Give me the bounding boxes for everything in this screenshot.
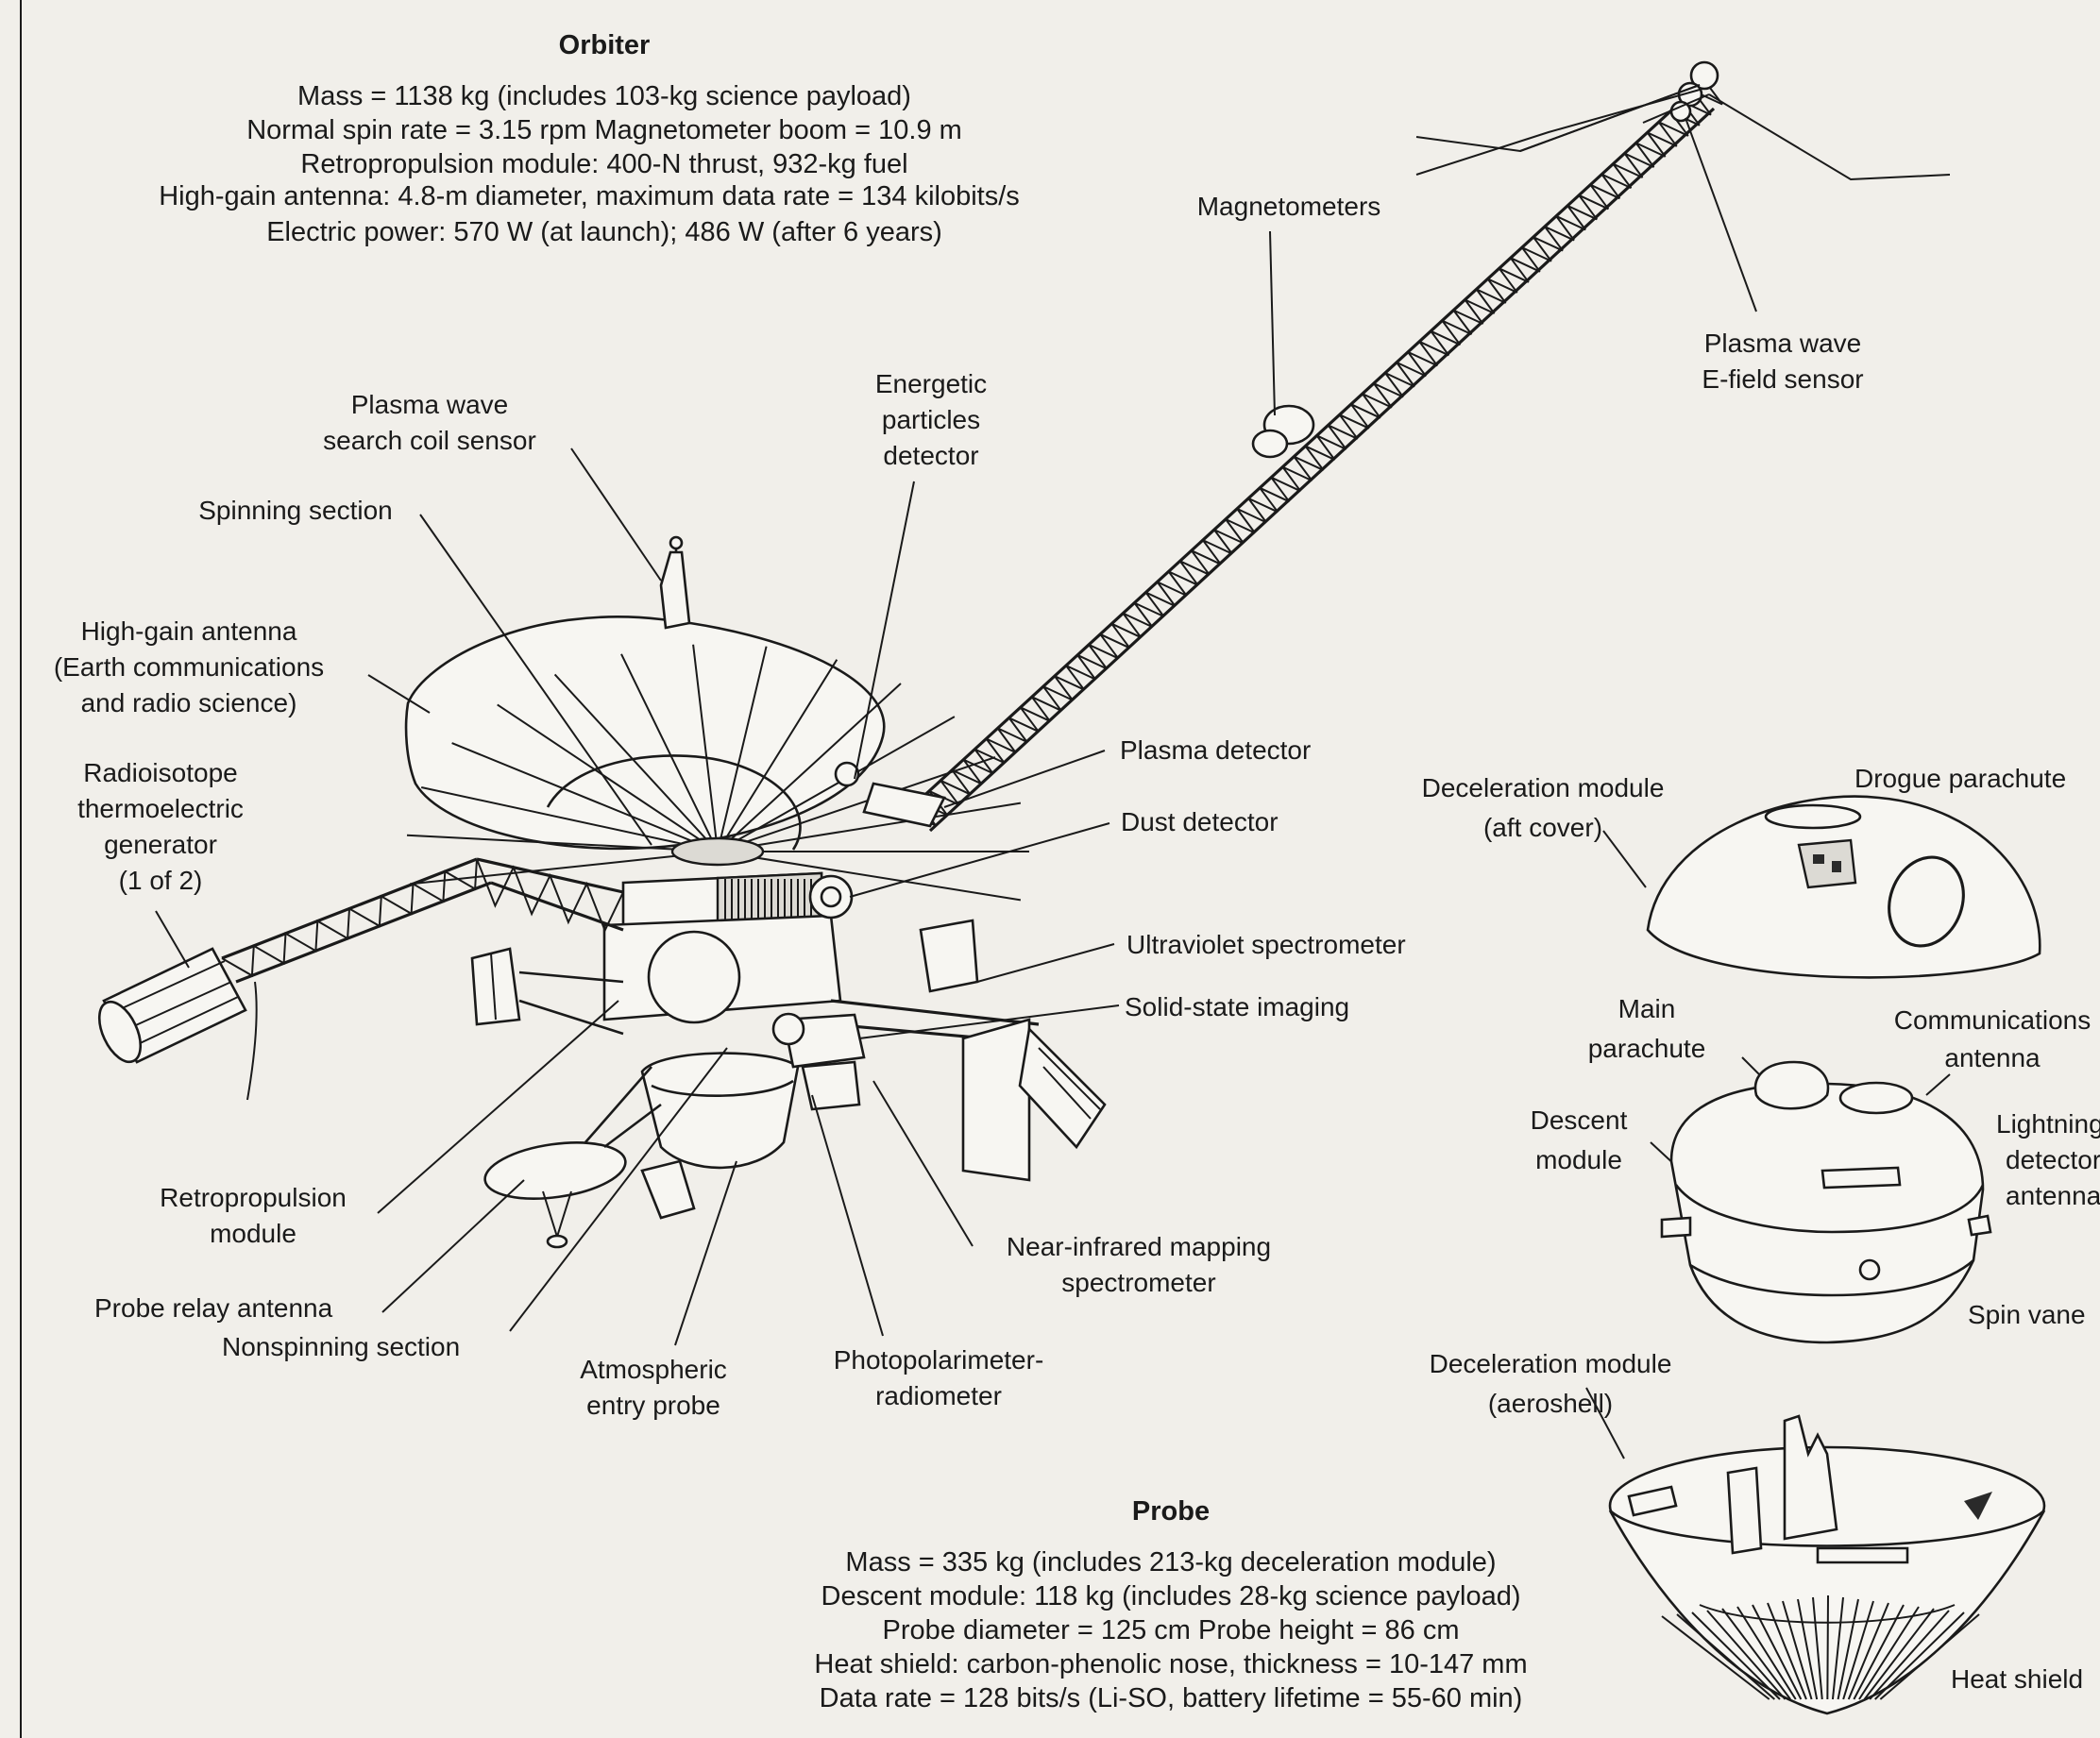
label-magnetometers: Magnetometers bbox=[1196, 192, 1381, 221]
rtg-boom bbox=[97, 857, 624, 1101]
leader-lines bbox=[155, 117, 1974, 1460]
photopolarimeter-box bbox=[801, 1060, 861, 1111]
communications-antenna-disk bbox=[1838, 1081, 1914, 1115]
deceleration-module-aft-cover bbox=[1646, 795, 2041, 979]
atmospheric-entry-probe-shape bbox=[640, 1052, 800, 1170]
label-photopolarimeter-radiometer: Photopolarimeter-radiometer bbox=[833, 1345, 1044, 1410]
drogue-parachute-ring bbox=[1888, 855, 1965, 948]
main-parachute-canister bbox=[1753, 1060, 1830, 1110]
label-drogue-parachute: Drogue parachute bbox=[1854, 764, 2067, 793]
probe-spec-heatshield: Heat shield: carbon-phenolic nose, thick… bbox=[814, 1649, 1528, 1679]
label-deceleration-aeroshell: Deceleration module(aeroshell) bbox=[1429, 1349, 1672, 1418]
orbiter-spec-spin: Normal spin rate = 3.15 rpm Magnetometer… bbox=[246, 115, 962, 145]
label-solid-state-imaging: Solid-state imaging bbox=[1125, 992, 1350, 1021]
orbiter-spec-mass: Mass = 1138 kg (includes 103-kg science … bbox=[297, 81, 911, 111]
probe-spec-mass: Mass = 335 kg (includes 213-kg decelerat… bbox=[845, 1547, 1497, 1578]
label-dust-detector: Dust detector bbox=[1121, 807, 1279, 836]
label-heat-shield: Heat shield bbox=[1951, 1664, 2084, 1694]
probe-spec-diameter: Probe diameter = 125 cm Probe height = 8… bbox=[882, 1615, 1460, 1645]
probe-title: Probe bbox=[1131, 1496, 1211, 1527]
high-gain-antenna bbox=[404, 535, 1029, 902]
label-spinning-section: Spinning section bbox=[198, 496, 393, 525]
orbiter-title: Orbiter bbox=[558, 30, 651, 60]
plasma-detector bbox=[862, 782, 946, 828]
descent-module bbox=[1660, 1060, 1992, 1344]
magnetometer-boom bbox=[905, 60, 1951, 833]
label-nonspinning-section: Nonspinning section bbox=[222, 1332, 461, 1361]
orbiter-spec-antenna: High-gain antenna: 4.8-m diameter, maxim… bbox=[159, 181, 1020, 211]
label-probe-relay-antenna: Probe relay antenna bbox=[94, 1293, 333, 1323]
orbiter-spec-power: Electric power: 570 W (at launch); 486 W… bbox=[266, 217, 942, 247]
boom-tip bbox=[1689, 60, 1719, 91]
orbiter-spec-retro: Retropropulsion module: 400-N thrust, 93… bbox=[300, 149, 908, 179]
label-plasma-detector: Plasma detector bbox=[1120, 735, 1312, 765]
label-spin-vane: Spin vane bbox=[1968, 1300, 2086, 1329]
probe-spec-datarate: Data rate = 128 bits/s (Li-SO, battery l… bbox=[819, 1683, 1523, 1713]
probe-spec-descent: Descent module: 118 kg (includes 28-kg s… bbox=[821, 1581, 1521, 1611]
right-boom bbox=[830, 919, 1107, 1182]
label-ultraviolet-spectrometer: Ultraviolet spectrometer bbox=[1126, 930, 1406, 959]
left-lower-frame bbox=[470, 947, 624, 1036]
deceleration-module-aeroshell bbox=[1608, 1414, 2046, 1715]
drogue-parachute-pack bbox=[1797, 838, 1857, 889]
label-deceleration-aft-cover: Deceleration module(aft cover) bbox=[1421, 773, 1665, 842]
nonspinning-section bbox=[483, 1012, 866, 1249]
